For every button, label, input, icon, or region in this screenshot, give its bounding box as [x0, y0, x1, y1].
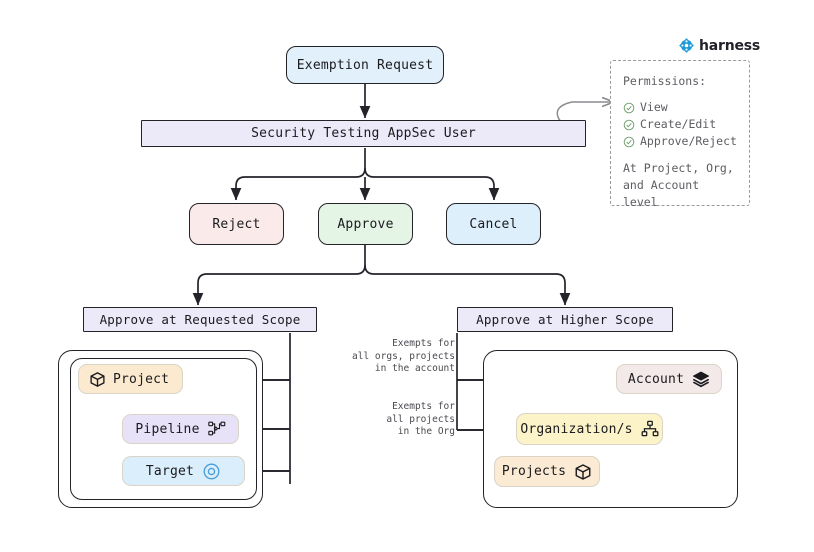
pipeline-icon: [207, 421, 226, 437]
account-label: Account: [627, 371, 685, 387]
approve-label: Approve: [337, 216, 394, 232]
permission-label: Approve/Reject: [640, 134, 737, 148]
pipeline-label: Pipeline: [135, 421, 200, 437]
permissions-footer-line1: At Project, Org,: [623, 161, 734, 175]
higher-scope-label: Approve at Higher Scope: [476, 312, 654, 327]
permission-item-create-edit: Create/Edit: [623, 116, 739, 133]
project-label: Project: [113, 371, 170, 387]
permissions-panel: Permissions: View Create/Edit: [610, 60, 750, 209]
target-node[interactable]: Target: [122, 456, 245, 486]
account-exempt-note: Exempts for all orgs, projects in the ac…: [352, 338, 455, 374]
harness-brand: harness: [678, 37, 760, 54]
permissions-title: Permissions:: [623, 74, 707, 88]
check-circle-icon: [623, 136, 635, 148]
projects-label: Projects: [501, 464, 567, 479]
reject-node[interactable]: Reject: [189, 203, 284, 245]
org-exempt-note: Exempts for all projects in the Org: [386, 401, 455, 437]
exemption-request-node[interactable]: Exemption Request: [286, 46, 444, 84]
security-testing-appsec-user-node[interactable]: Security Testing AppSec User: [141, 120, 586, 147]
permission-item-view: View: [623, 99, 739, 116]
approve-at-requested-scope-node[interactable]: Approve at Requested Scope: [83, 307, 317, 332]
permission-item-approve-reject: Approve/Reject: [623, 133, 739, 150]
cancel-node[interactable]: Cancel: [446, 203, 541, 245]
account-node[interactable]: Account: [616, 364, 722, 394]
harness-logo-icon: [678, 37, 695, 54]
requested-scope-inner-frame: [70, 358, 257, 500]
orgtree-icon: [641, 420, 659, 438]
permissions-footer-line2: and Account level: [623, 178, 700, 209]
target-icon: [202, 462, 221, 481]
reject-label: Reject: [212, 216, 261, 232]
approve-node[interactable]: Approve: [318, 203, 413, 245]
permission-label: Create/Edit: [640, 117, 717, 131]
permission-label: View: [640, 100, 668, 114]
organization-label: Organization/s: [520, 421, 633, 437]
actor-label: Security Testing AppSec User: [251, 126, 476, 141]
cube-icon: [574, 463, 592, 481]
approve-at-higher-scope-node[interactable]: Approve at Higher Scope: [457, 307, 673, 332]
brand-name: harness: [699, 37, 761, 54]
cancel-label: Cancel: [469, 216, 518, 232]
check-circle-icon: [623, 119, 635, 131]
exemption-request-label: Exemption Request: [296, 57, 434, 73]
pipeline-node[interactable]: Pipeline: [122, 414, 239, 444]
target-label: Target: [145, 463, 195, 479]
organization-node[interactable]: Organization/s: [516, 413, 663, 445]
projects-node[interactable]: Projects: [494, 456, 600, 487]
layers-icon: [692, 370, 710, 388]
project-node[interactable]: Project: [78, 364, 183, 394]
check-circle-icon: [623, 102, 635, 114]
cube-icon: [89, 371, 106, 388]
requested-scope-label: Approve at Requested Scope: [99, 312, 301, 327]
